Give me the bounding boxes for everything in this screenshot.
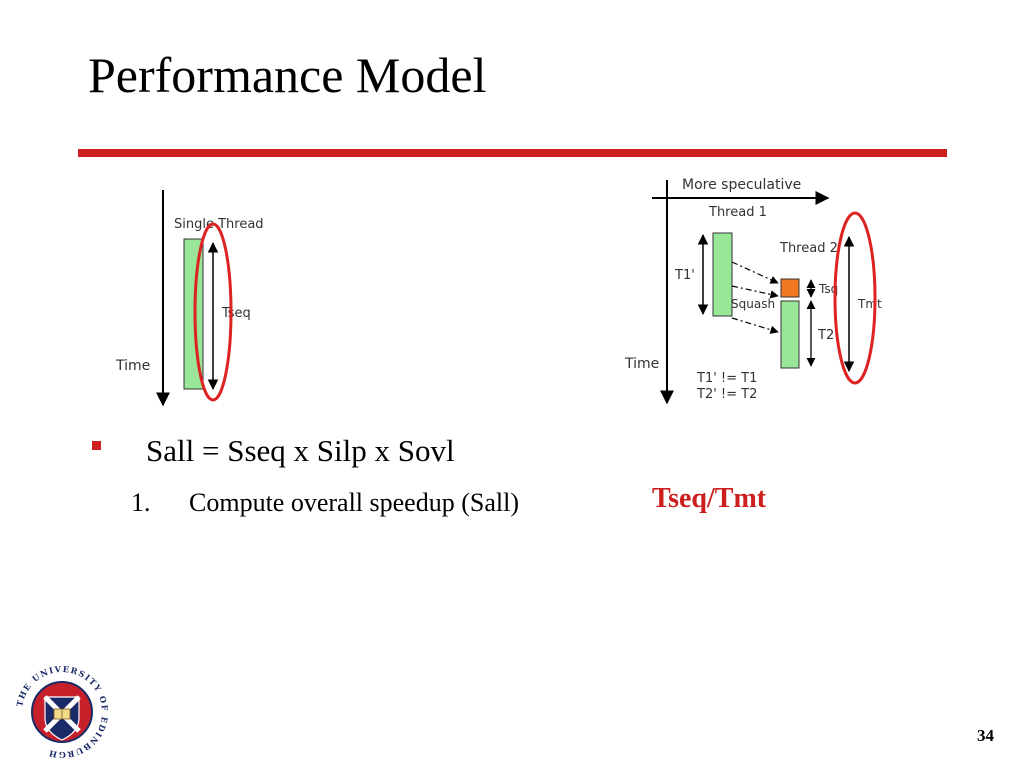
t1-label: T1' — [674, 268, 695, 283]
t2-label: T2' — [817, 328, 838, 343]
page-number: 34 — [977, 726, 994, 745]
dependency-arrow-1 — [731, 261, 779, 284]
bullet-square-icon — [92, 441, 101, 450]
squash-block — [780, 278, 800, 298]
tseq-label: Tseq — [221, 306, 251, 321]
single-thread-diagram: Time Single Thread Tseq — [115, 190, 264, 407]
page-title: Performance Model — [88, 47, 487, 103]
single-thread-label: Single Thread — [174, 217, 264, 232]
speculative-threads-diagram: More speculative Time Thread 1 Thread 2 … — [624, 177, 882, 405]
t1-note: T1' != T1 — [696, 371, 757, 386]
squash-label: Squash — [731, 297, 775, 311]
tmt-label: Tmt — [857, 297, 882, 311]
title-divider — [78, 149, 947, 157]
speedup-formula: Tseq/Tmt — [652, 483, 767, 514]
thread2-label: Thread 2 — [779, 241, 838, 256]
dependency-arrow-3 — [731, 317, 779, 334]
thread1-bar — [712, 232, 733, 317]
tseq-highlight-ellipse — [193, 222, 233, 402]
tsq-label: Tsq — [818, 282, 838, 296]
numbered-item-text: Compute overall speedup (Sall) — [189, 488, 519, 517]
speculative-axis-label: More speculative — [682, 177, 801, 193]
university-crest-icon: THE UNIVERSITY OF EDINBURGH — [14, 664, 108, 760]
time-label-left: Time — [115, 358, 150, 374]
dependency-arrow-2 — [731, 285, 779, 299]
thread2-bar — [780, 300, 800, 369]
thread1-label: Thread 1 — [708, 205, 767, 220]
numbered-item-number: 1. — [131, 488, 151, 517]
t2-note: T2' != T2 — [696, 387, 757, 402]
time-label-right: Time — [624, 356, 659, 372]
bullet-text: Sall = Sseq x Silp x Sovl — [146, 433, 455, 468]
tmt-highlight-ellipse — [833, 211, 877, 385]
